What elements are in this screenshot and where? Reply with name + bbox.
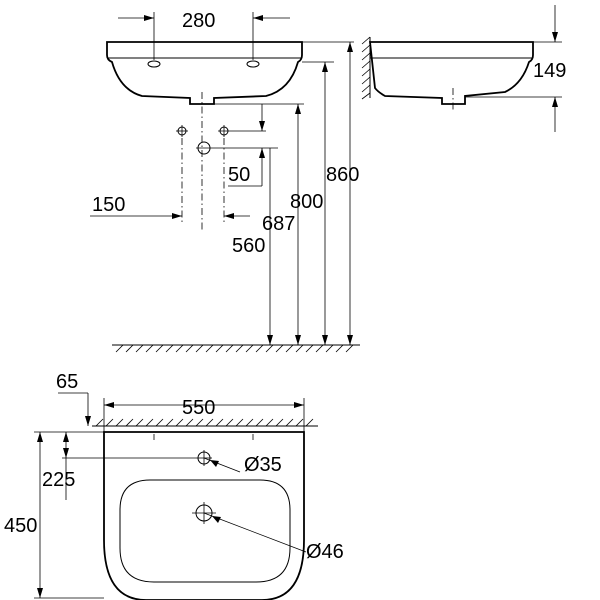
label-height-860: 860: [326, 164, 359, 186]
side-elevation: 149: [361, 5, 566, 132]
label-basin-depth: 149: [533, 60, 566, 82]
supply-connection-right: [218, 125, 266, 137]
label-wall-offset: 65: [56, 371, 78, 393]
basin-plan-outline: [103, 431, 305, 600]
label-offset-small: 50: [228, 164, 250, 186]
label-tap-hole-dia: Ø35: [244, 454, 282, 476]
label-tap-from-wall: 225: [42, 469, 75, 491]
waste-connection: [196, 141, 278, 155]
basin-front-outline: [106, 41, 303, 105]
label-waste-hole-dia: Ø46: [306, 541, 344, 563]
floor-hatch: [112, 344, 360, 353]
label-depth: 450: [4, 515, 37, 537]
plan-view: Ø35 Ø46 550 65 225 450: [4, 371, 344, 600]
basin-side-outline: [368, 41, 534, 105]
tap-hole-left: [147, 60, 161, 68]
label-tap-spacing: 280: [182, 10, 215, 32]
label-height-687: 687: [262, 213, 295, 235]
supply-connection-left: [176, 125, 188, 137]
label-width: 550: [182, 397, 215, 419]
label-offset-waste: 150: [92, 194, 125, 216]
tap-hole-right: [246, 60, 260, 68]
label-height-800: 800: [290, 191, 323, 213]
front-elevation: 280 150 50: [90, 10, 360, 353]
basin-bowl: [119, 479, 291, 583]
label-height-560: 560: [232, 235, 265, 257]
